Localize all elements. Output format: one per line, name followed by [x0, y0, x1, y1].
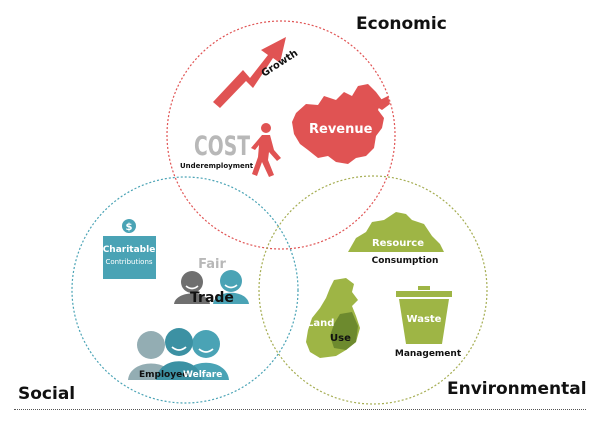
bottom-divider	[14, 409, 586, 410]
contributions-label: Contributions	[105, 258, 152, 266]
waste-bin-icon	[396, 286, 452, 344]
environmental-circle	[258, 175, 488, 405]
fair-label: Fair	[198, 257, 226, 272]
land-map-icon	[306, 278, 360, 358]
employee-label: Employee	[139, 370, 188, 380]
social-title: Social	[18, 384, 76, 404]
resource-label: Resource	[372, 238, 424, 249]
employee-welfare-people-icon	[128, 328, 229, 380]
growth-arrow-icon	[213, 37, 286, 108]
social-circle	[71, 176, 299, 404]
fair-trade-people-icon	[174, 270, 249, 304]
economic-circle	[166, 20, 396, 250]
trade-label: Trade	[190, 290, 234, 306]
charitable-box	[103, 236, 156, 279]
waste-label: Waste	[407, 314, 442, 325]
resource-landscape-icon	[348, 212, 444, 252]
economic-title: Economic	[356, 14, 447, 34]
revenue-label: Revenue	[309, 122, 373, 137]
environmental-title: Environmental	[447, 379, 587, 399]
dollar-coin-icon: $	[122, 219, 136, 233]
dollar-symbol: $	[126, 222, 133, 233]
cost-label: COST	[194, 131, 250, 162]
charitable-label: Charitable	[103, 245, 156, 255]
revenue-map-icon	[292, 84, 390, 164]
welfare-label: Welfare	[183, 370, 222, 380]
management-label: Management	[395, 349, 462, 359]
land-label: Land	[307, 318, 334, 329]
consumption-label: Consumption	[372, 256, 439, 266]
walking-person-icon	[251, 123, 281, 177]
use-label: Use	[330, 333, 351, 344]
underemployment-label: Underemployment	[180, 162, 254, 170]
